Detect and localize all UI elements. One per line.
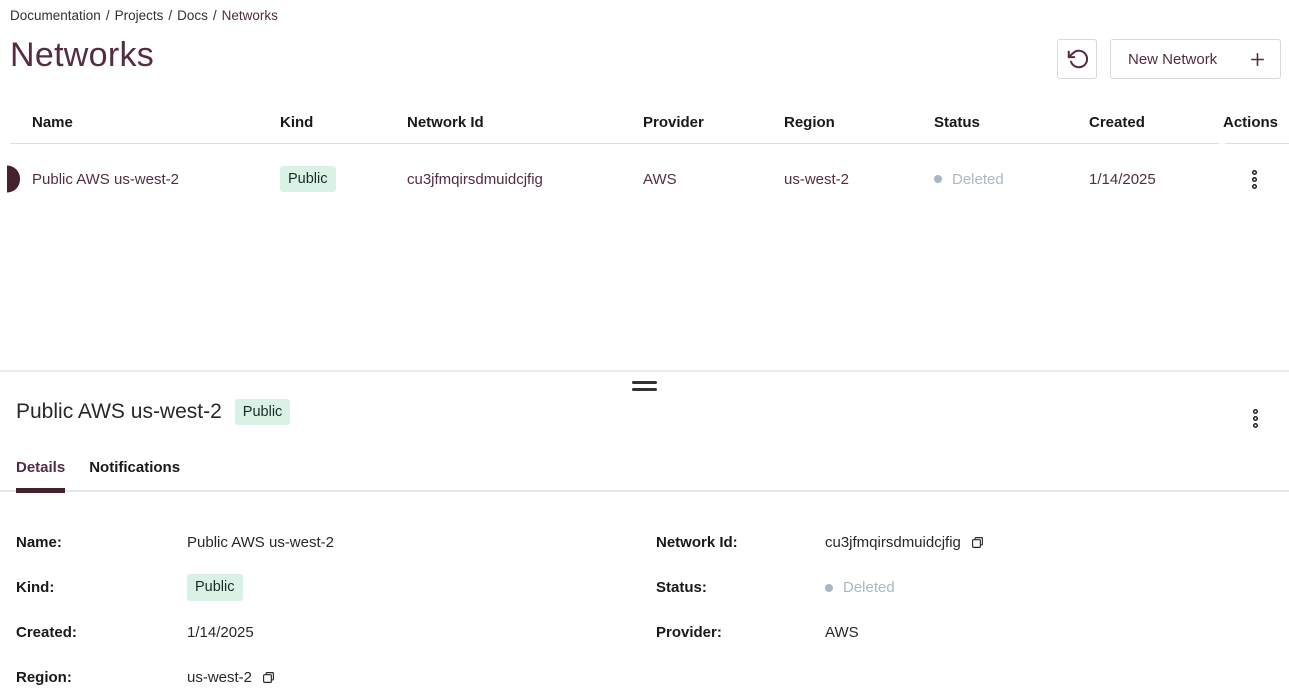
- detail-label-status: Status:: [656, 579, 707, 596]
- table-header-row: Name Kind Network Id Provider Region Sta…: [10, 93, 1289, 145]
- detail-label-region: Region:: [16, 669, 72, 686]
- new-network-button-label: New Network: [1128, 50, 1218, 68]
- column-header-network-id: Network Id: [407, 113, 484, 131]
- cell-kind: Public: [280, 165, 407, 193]
- drawer-actions-menu-button[interactable]: [1248, 404, 1263, 433]
- kind-badge: Public: [187, 574, 243, 601]
- cell-provider: AWS: [643, 170, 677, 188]
- breadcrumb-separator: /: [212, 8, 217, 23]
- drawer-kind-badge: Public: [234, 398, 291, 426]
- copy-icon: [262, 671, 275, 684]
- breadcrumb-item-documentation[interactable]: Documentation: [10, 8, 101, 23]
- cell-region: us-west-2: [784, 170, 850, 188]
- tab-notifications[interactable]: Notifications: [89, 459, 181, 476]
- breadcrumb-separator: /: [105, 8, 110, 23]
- details-grid: Name: Public AWS us-west-2 Network Id: c…: [0, 520, 1289, 700]
- drawer-title: Public AWS us-west-2: [16, 400, 222, 423]
- cell-actions: [1223, 165, 1289, 194]
- column-header-status: Status: [934, 113, 980, 131]
- main-content: Documentation / Projects / Docs / Networks Net…: [0, 0, 1289, 214]
- breadcrumb-current-networks: Networks: [221, 8, 278, 23]
- column-header-provider: Provider: [643, 113, 704, 131]
- copy-icon: [971, 536, 984, 549]
- kind-badge: Public: [280, 165, 336, 193]
- row-actions-menu-button[interactable]: [1247, 165, 1262, 194]
- detail-value-created: 1/14/2025: [187, 624, 254, 641]
- detail-label-created: Created:: [16, 624, 77, 641]
- selected-row-indicator: [7, 165, 20, 193]
- rotate-ccw-icon: [1066, 48, 1088, 70]
- drawer-drag-handle[interactable]: [632, 381, 657, 391]
- detail-label-provider: Provider:: [656, 624, 722, 641]
- status-badge: Deleted: [825, 579, 895, 596]
- breadcrumb-item-docs[interactable]: Docs: [177, 8, 208, 23]
- cell-created: 1/14/2025: [1089, 170, 1156, 188]
- cell-network-id: cu3jfmqirsdmuidcjfig: [407, 170, 543, 188]
- detail-value-status: Deleted: [825, 579, 1273, 596]
- region-text: us-west-2: [187, 669, 253, 686]
- copy-region-button[interactable]: [261, 670, 276, 685]
- status-label: Deleted: [843, 579, 895, 596]
- status-label: Deleted: [952, 170, 1004, 188]
- detail-label-name: Name:: [16, 534, 62, 551]
- refresh-button[interactable]: [1057, 39, 1097, 79]
- cell-status: Deleted: [934, 170, 1089, 188]
- network-id-text: cu3jfmqirsdmuidcjfig: [825, 534, 961, 551]
- kebab-vertical-icon: [1251, 169, 1258, 190]
- breadcrumb-separator: /: [168, 8, 173, 23]
- cell-name: Public AWS us-west-2: [32, 170, 179, 188]
- new-network-button[interactable]: New Network: [1110, 39, 1281, 79]
- copy-network-id-button[interactable]: [970, 535, 985, 550]
- column-header-kind: Kind: [280, 113, 314, 131]
- detail-value-provider: AWS: [825, 624, 859, 641]
- page-title: Networks: [10, 36, 155, 74]
- detail-value-network-id: cu3jfmqirsdmuidcjfig: [825, 534, 1273, 551]
- status-dot-icon: [934, 175, 942, 184]
- tab-details[interactable]: Details: [16, 459, 66, 493]
- drawer-tabs: Details Notifications: [0, 459, 1289, 493]
- detail-value-region: us-west-2: [187, 669, 656, 686]
- breadcrumb: Documentation / Projects / Docs / Networks: [0, 0, 1289, 23]
- plus-icon: [1248, 50, 1267, 69]
- details-drawer: Public AWS us-west-2 Public Details Noti…: [0, 370, 1289, 700]
- status-dot-icon: [825, 583, 833, 592]
- column-header-name: Name: [32, 113, 73, 131]
- detail-value-kind: Public: [187, 574, 656, 601]
- detail-label-kind: Kind:: [16, 579, 55, 596]
- table-row[interactable]: Public AWS us-west-2 Public cu3jfmqirsdm…: [7, 144, 1289, 214]
- detail-label-network-id: Network Id:: [656, 534, 738, 551]
- column-header-created: Created: [1089, 113, 1145, 131]
- drag-handle-bar: [632, 381, 657, 384]
- header-divider-gap: [1219, 142, 1225, 145]
- column-header-actions: Actions: [1223, 113, 1279, 131]
- networks-table: Name Kind Network Id Provider Region Sta…: [0, 93, 1289, 214]
- breadcrumb-item-projects[interactable]: Projects: [114, 8, 164, 23]
- column-header-region: Region: [784, 113, 835, 131]
- kebab-vertical-icon: [1252, 408, 1259, 429]
- drag-handle-bar: [632, 388, 657, 391]
- status-badge: Deleted: [934, 171, 1004, 188]
- drawer-title-row: Public AWS us-west-2 Public: [0, 397, 1289, 427]
- detail-value-name: Public AWS us-west-2: [187, 534, 334, 551]
